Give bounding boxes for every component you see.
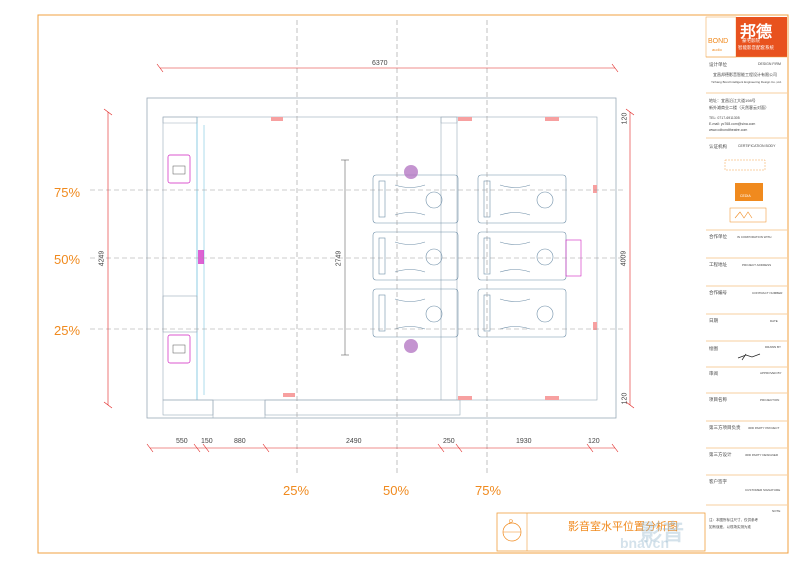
dimension-right-top: 120 [621, 112, 629, 125]
third-party-design-en: 3RD PARTY DESIGNER [745, 453, 779, 457]
dimension-right: 4009 [620, 250, 628, 267]
project-name: 项目名称 [709, 397, 727, 402]
contract-number-en: CONTRACT NUMBER [752, 291, 783, 295]
date-en: DATE [770, 319, 778, 323]
cert-logo-3 [729, 207, 767, 223]
project-name-en: PROJECTION [760, 398, 780, 402]
cert-label: 认证机构 [709, 144, 727, 149]
sheet-border [37, 14, 789, 554]
percent-label-25-left: 25% [54, 323, 81, 338]
contract-number: 合作编号 [709, 290, 727, 295]
side-speaker-right-front [404, 339, 418, 353]
side-speaker-bottom [283, 393, 295, 397]
seat-row-front [372, 174, 459, 338]
project-address-en: PROJECT ADDRESS [742, 263, 772, 267]
dimension-right-bottom: 120 [621, 392, 629, 405]
contact-email: E-mail: yc768.com@sina.com [709, 122, 756, 126]
address-label: 地址：宜昌沿江大道198号 [709, 98, 756, 103]
surround-speaker-right-top [593, 185, 597, 193]
dimension-bottom-1: 550 [176, 438, 188, 445]
cedia-text: CEDIA [740, 194, 751, 198]
percent-label-50-left: 50% [54, 252, 81, 267]
logo-tagline-2: 智能影音配套系统 [738, 45, 774, 50]
dimension-bottom-2: 150 [201, 438, 213, 445]
title-strip [496, 512, 706, 552]
logo-block [736, 17, 787, 57]
center-speaker [198, 250, 204, 264]
signature [737, 353, 761, 361]
watermark-cn: 影音 [640, 520, 685, 545]
drawing-number: P [509, 520, 514, 526]
dimension-left: 4249 [98, 250, 106, 267]
dimension-lines [103, 63, 635, 453]
percent-label-75-bottom: 75% [475, 483, 502, 498]
note-en: NOTE [772, 509, 781, 513]
watermark-en: bnavcn [620, 535, 670, 551]
third-party-design: 第三方设计 [709, 452, 732, 457]
dimension-bottom-3: 880 [234, 438, 246, 445]
dimension-top: 6370 [372, 60, 388, 67]
drawing-title: 影音室水平位置分析图 [568, 521, 678, 533]
side-speaker-left-front [404, 165, 418, 179]
customer-sign-en: CUSTOMER SIGNATURE [745, 488, 781, 492]
side-speaker-top [271, 117, 283, 121]
logo-en: BOND [708, 38, 729, 45]
dimension-screen: 2749 [335, 250, 343, 267]
design-unit-en: DESIGN FIRM [758, 62, 781, 66]
dimension-bottom-7: 120 [588, 438, 600, 445]
third-party-project: 第三方项目负责 [709, 425, 741, 430]
approved-en: APPROVED BY [760, 371, 782, 375]
address-line-2: 新外滩商业二楼（天然客云对面） [709, 105, 769, 110]
percent-label-50-bottom: 50% [383, 483, 410, 498]
cert-logo-1 [724, 159, 766, 171]
percent-label-25-bottom: 25% [283, 483, 310, 498]
note-line-1: 注：本图所标注尺寸，仅供参考 [709, 518, 758, 522]
dimension-bottom-6: 1930 [516, 438, 532, 445]
approved-label: 审阅 [709, 371, 718, 376]
contract-unit: 合作单位 [709, 234, 727, 239]
dimension-bottom-5: 250 [443, 438, 455, 445]
subwoofer-box [162, 295, 198, 333]
contract-unit-en: IN CORPORATION WITH [737, 235, 772, 239]
room-inner-wall [162, 116, 598, 401]
guide-lines [90, 20, 625, 475]
seat-row-back [477, 174, 582, 338]
front-left-speaker [167, 154, 191, 184]
third-party-project-en: 3RD PARTY PROJECT [748, 426, 780, 430]
percent-label-75-left: 75% [54, 185, 81, 200]
customer-sign: 客户签字 [709, 479, 727, 484]
logo-brand: 邦德 [740, 24, 773, 41]
contact-tel: TEL: 0717-6911305 [709, 116, 740, 120]
design-unit-label: 设计单位 [709, 62, 727, 67]
cert-en: CERTIFICATION BODY [738, 144, 776, 148]
company-en: Yichang Bond Intelligent Engineering Des… [711, 80, 782, 84]
logo-tagline-1: 豪宅影院 [742, 38, 760, 43]
company-name: 宜昌邦德影音智能工程设计有限公司 [713, 72, 777, 77]
logo-sub: audio [712, 47, 722, 52]
surround-speaker-right-bottom [593, 322, 597, 330]
cedia-logo [735, 183, 763, 201]
date-label: 日期 [709, 318, 718, 323]
drawn-label: 绘图 [709, 346, 718, 351]
contact-web: www.cdbondtheatre.com [709, 128, 748, 132]
project-address: 工程地址 [709, 262, 727, 267]
note-line-2: 如有误差，以现场实测为准 [709, 525, 751, 529]
front-right-speaker [167, 334, 191, 364]
drawn-en: DRAWN BY [765, 345, 782, 349]
dimension-bottom-4: 2490 [346, 438, 362, 445]
